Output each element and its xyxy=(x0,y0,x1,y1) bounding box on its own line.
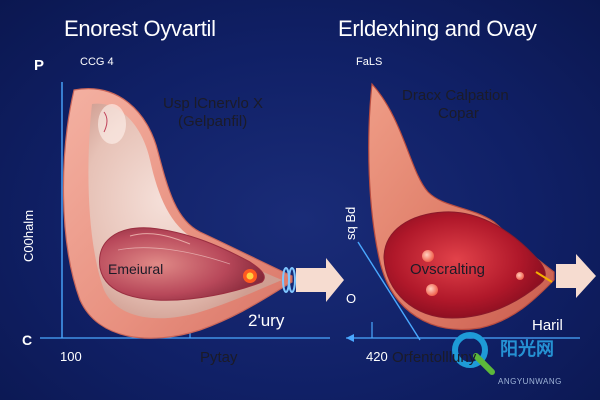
watermark-subtext: ANGYUNWANG xyxy=(498,377,562,386)
left-panel-title: Enorest Oyvartil xyxy=(64,16,216,41)
right-callout-line2: Copar xyxy=(438,105,479,122)
left-tick-value: 100 xyxy=(60,349,82,364)
left-callout-line1: Usp lCnervlo X xyxy=(163,95,264,112)
right-mid-letter: O xyxy=(346,291,357,306)
right-inner-label: Ovscralting xyxy=(410,261,486,278)
left-top-code: CCG 4 xyxy=(80,56,114,68)
right-top-code: FaLS xyxy=(356,56,383,68)
right-exit-label: Haril xyxy=(532,317,563,334)
right-callout-line1: Dracx Calpation xyxy=(402,87,509,104)
left-inner-label: Emeiural xyxy=(108,261,164,277)
left-exit-label: 2'ury xyxy=(248,311,285,330)
right-axis-label: Orfentollluny xyxy=(392,349,477,366)
watermark-text: 阳光网 xyxy=(500,339,554,359)
left-bottom-letter: C xyxy=(22,332,33,348)
right-panel-title: Erldexhing and Ovay xyxy=(338,16,537,41)
right-tick-value: 420 xyxy=(366,349,388,364)
right-side-label: sq Bd xyxy=(343,206,358,240)
right-exit-arrow xyxy=(556,254,596,298)
left-top-letter: P xyxy=(34,57,45,74)
left-callout-line2: (Gelpanfil) xyxy=(178,113,248,130)
left-exit-arrow xyxy=(296,258,344,302)
left-side-label: C00halm xyxy=(21,209,36,262)
watermark-logo-icon xyxy=(452,332,495,375)
right-ovary-illustration xyxy=(368,82,555,331)
left-axis-label: Pytay xyxy=(200,349,238,366)
left-uterus-illustration xyxy=(62,88,296,339)
